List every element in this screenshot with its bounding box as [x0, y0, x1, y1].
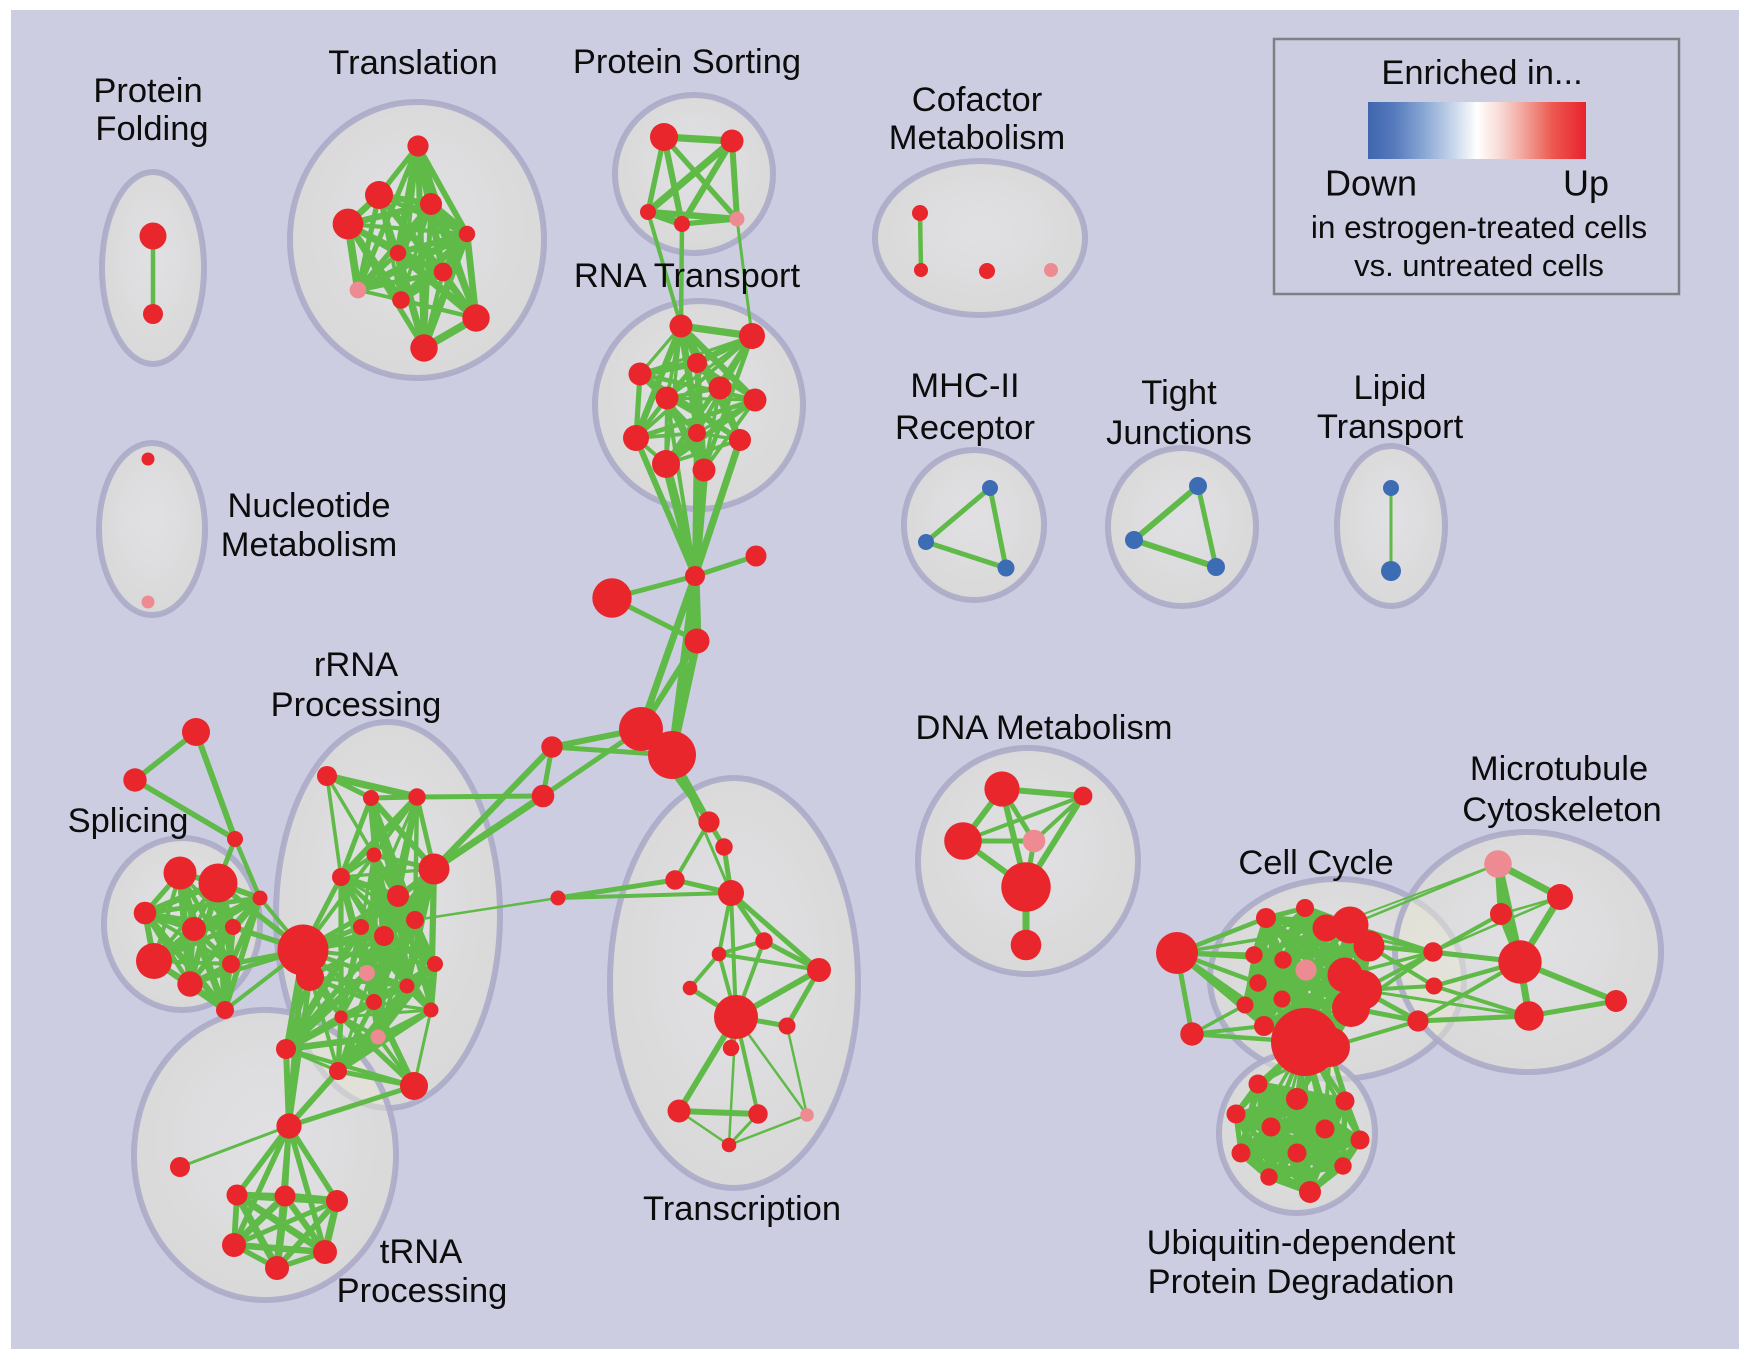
svg-text:Cell Cycle: Cell Cycle — [1238, 844, 1393, 882]
svg-text:Cofactor: Cofactor — [912, 81, 1042, 119]
svg-text:Nucleotide: Nucleotide — [227, 487, 390, 525]
svg-text:Processing: Processing — [271, 686, 442, 724]
svg-text:Metabolism: Metabolism — [221, 526, 397, 564]
svg-text:Lipid: Lipid — [1354, 369, 1427, 407]
svg-text:MHC-II: MHC-II — [910, 367, 1019, 405]
svg-text:Down: Down — [1325, 163, 1417, 204]
svg-text:DNA Metabolism: DNA Metabolism — [916, 709, 1173, 747]
svg-text:in estrogen-treated cells: in estrogen-treated cells — [1311, 209, 1647, 245]
svg-text:Processing: Processing — [337, 1272, 508, 1310]
svg-text:Transcription: Transcription — [643, 1190, 841, 1228]
svg-text:vs. untreated cells: vs. untreated cells — [1354, 248, 1604, 283]
svg-text:Folding: Folding — [95, 110, 208, 148]
svg-text:Metabolism: Metabolism — [889, 119, 1065, 157]
svg-text:Ubiquitin-dependent: Ubiquitin-dependent — [1147, 1224, 1456, 1262]
svg-text:Protein Degradation: Protein Degradation — [1148, 1263, 1455, 1301]
svg-text:Tight: Tight — [1141, 374, 1217, 412]
svg-text:Microtubule: Microtubule — [1470, 750, 1648, 788]
svg-text:Transport: Transport — [1317, 408, 1464, 446]
svg-text:RNA Transport: RNA Transport — [574, 257, 801, 295]
svg-text:Up: Up — [1563, 163, 1609, 204]
svg-text:tRNA: tRNA — [380, 1233, 462, 1271]
svg-text:Translation: Translation — [328, 44, 497, 82]
svg-text:rRNA: rRNA — [314, 646, 398, 684]
svg-text:Cytoskeleton: Cytoskeleton — [1462, 791, 1661, 829]
svg-text:Receptor: Receptor — [895, 409, 1035, 447]
svg-text:Splicing: Splicing — [68, 802, 189, 840]
svg-text:Junctions: Junctions — [1106, 414, 1252, 452]
svg-text:Enriched in...: Enriched in... — [1381, 54, 1582, 92]
svg-text:Protein: Protein — [93, 72, 202, 110]
svg-text:Protein Sorting: Protein Sorting — [573, 43, 801, 81]
